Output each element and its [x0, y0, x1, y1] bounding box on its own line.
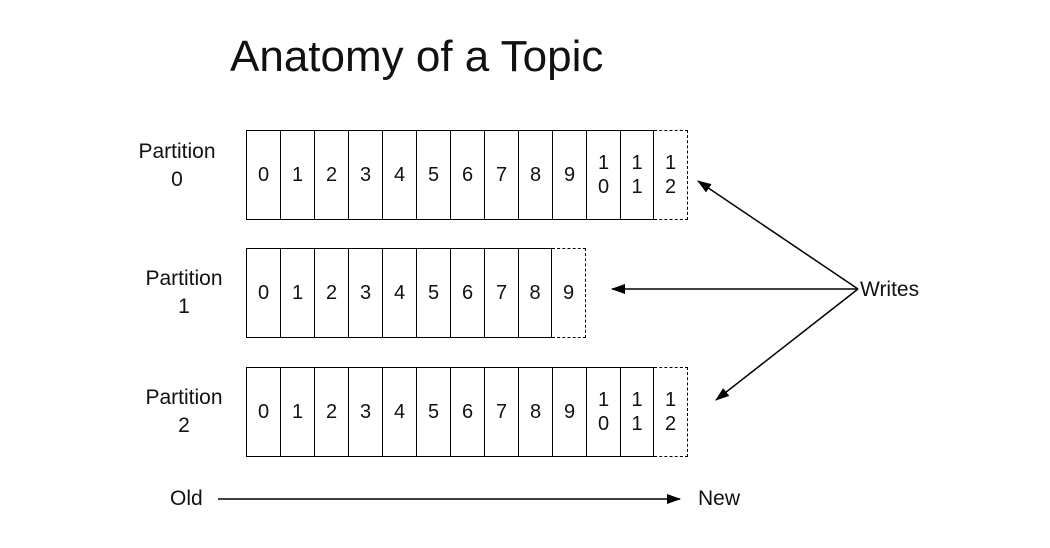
offset-digit: 1 — [664, 389, 677, 411]
partition-0-offset-6: 6 — [450, 130, 484, 220]
partition-1-label: Partition 1 — [124, 265, 244, 321]
partition-0-label: Partition 0 — [117, 138, 237, 194]
partition-2-label: Partition 2 — [124, 384, 244, 440]
offset-digit: 1 — [631, 389, 643, 411]
partition-2-offset-7: 7 — [484, 367, 518, 457]
offset-digit: 2 — [325, 401, 338, 423]
partition-0-offset-3: 3 — [348, 130, 382, 220]
offset-digit: 2 — [325, 164, 338, 186]
offset-digit: 4 — [393, 282, 406, 304]
partition-2-offset-2: 2 — [314, 367, 348, 457]
partition-2-offset-1: 1 — [280, 367, 314, 457]
write-arrow-partition-0 — [697, 180, 859, 290]
partition-1-offset-3: 3 — [348, 248, 382, 338]
new-label: New — [698, 487, 741, 510]
offset-digit: 7 — [495, 401, 508, 423]
partition-0-offset-4: 4 — [382, 130, 416, 220]
partition-2-offset-9: 9 — [552, 367, 586, 457]
offset-digit: 6 — [461, 164, 474, 186]
offset-digit: 0 — [257, 164, 270, 186]
partition-0-offset-7: 7 — [484, 130, 518, 220]
old-label: Old — [170, 487, 203, 510]
partition-0-offset-1: 1 — [280, 130, 314, 220]
partition-0-offset-8: 8 — [518, 130, 552, 220]
partition-1-offset-4: 4 — [382, 248, 416, 338]
offset-digit: 6 — [461, 282, 474, 304]
partition-0-label-line1: Partition — [138, 140, 216, 163]
offset-digit: 0 — [597, 413, 610, 435]
offset-digit: 3 — [359, 282, 372, 304]
offset-digit: 1 — [631, 413, 643, 435]
offset-digit: 1 — [291, 401, 304, 423]
partition-2-label-line1: Partition — [145, 386, 223, 409]
offset-digit: 1 — [664, 152, 677, 174]
partition-0-offset-9: 9 — [552, 130, 586, 220]
offset-digit: 3 — [359, 401, 372, 423]
offset-digit: 4 — [393, 164, 406, 186]
partition-1-label-line2: 1 — [178, 295, 190, 318]
partition-2-offset-4: 4 — [382, 367, 416, 457]
offset-digit: 8 — [529, 164, 542, 186]
offset-digit: 1 — [291, 164, 304, 186]
offset-digit: 1 — [597, 389, 610, 411]
partition-1-offset-6: 6 — [450, 248, 484, 338]
offset-digit: 7 — [495, 164, 508, 186]
offset-digit: 2 — [325, 282, 338, 304]
offset-digit: 7 — [495, 282, 508, 304]
partition-2-offset-5: 5 — [416, 367, 450, 457]
partition-1-offset-0: 0 — [246, 248, 280, 338]
offset-digit: 5 — [427, 164, 440, 186]
partition-1-offset-8: 8 — [518, 248, 552, 338]
offset-digit: 5 — [427, 401, 440, 423]
partition-1-next-offset: 9 — [552, 248, 586, 338]
offset-digit: 1 — [597, 152, 610, 174]
partition-2-offset-3: 3 — [348, 367, 382, 457]
offset-digit: 1 — [291, 282, 304, 304]
write-arrow-partition-2 — [715, 288, 859, 401]
partition-1-label-line1: Partition — [145, 267, 223, 290]
offset-digit: 0 — [257, 282, 270, 304]
offset-digit: 9 — [562, 282, 575, 304]
offset-digit: 3 — [359, 164, 372, 186]
partition-2-offset-6: 6 — [450, 367, 484, 457]
partition-1-offset-1: 1 — [280, 248, 314, 338]
offset-digit: 8 — [529, 401, 542, 423]
offset-digit: 6 — [461, 401, 474, 423]
offset-digit: 4 — [393, 401, 406, 423]
partition-0-offset-5: 5 — [416, 130, 450, 220]
offset-digit: 0 — [597, 176, 610, 198]
partition-2-offset-0: 0 — [246, 367, 280, 457]
offset-digit: 5 — [427, 282, 440, 304]
partition-1-offset-5: 5 — [416, 248, 450, 338]
partition-0-offset-2: 2 — [314, 130, 348, 220]
partition-0-offset-0: 0 — [246, 130, 280, 220]
partition-2-offset-8: 8 — [518, 367, 552, 457]
offset-digit: 0 — [257, 401, 270, 423]
partition-1-offset-7: 7 — [484, 248, 518, 338]
offset-digit: 9 — [563, 164, 576, 186]
offset-digit: 1 — [631, 176, 643, 198]
offset-digit: 1 — [631, 152, 643, 174]
offset-digit: 8 — [529, 282, 541, 304]
writes-label: Writes — [860, 278, 920, 301]
offset-digit: 2 — [664, 176, 677, 198]
offset-digit: 9 — [563, 401, 576, 423]
partition-1-offset-2: 2 — [314, 248, 348, 338]
diagram-title: Anatomy of a Topic — [230, 32, 604, 81]
partition-2-label-line2: 2 — [178, 414, 190, 437]
offset-digit: 2 — [664, 413, 677, 435]
partition-0-label-line2: 0 — [171, 168, 183, 191]
